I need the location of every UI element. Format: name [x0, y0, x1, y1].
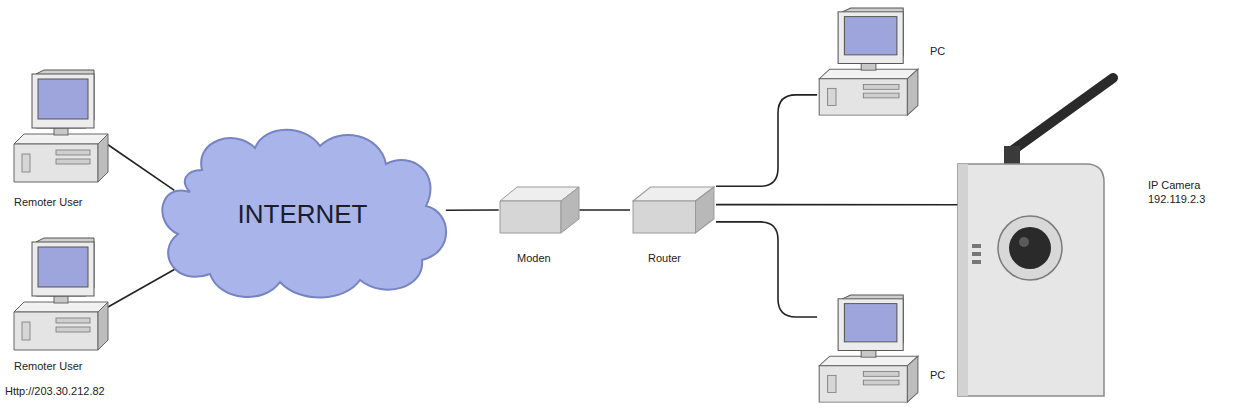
drawing-part	[838, 299, 903, 351]
network-cable	[716, 222, 817, 317]
drawing-part	[56, 318, 90, 323]
drawing-part	[907, 356, 918, 402]
drawing-part	[958, 158, 1108, 398]
drawing-part	[958, 164, 1104, 396]
drawing-part	[1009, 227, 1051, 269]
drawing-part	[497, 183, 581, 237]
drawing-part	[1019, 237, 1029, 247]
drawing-part	[972, 252, 981, 256]
drawing-part	[10, 238, 110, 353]
drawing-part	[32, 242, 94, 296]
network-cable	[108, 266, 181, 307]
drawing-part	[863, 380, 899, 385]
drawing-part	[32, 74, 94, 128]
drawing-part	[815, 295, 920, 405]
device-label: Http://203.30.212.82	[5, 384, 105, 398]
drawing-part	[838, 12, 903, 64]
drawing-part	[844, 17, 897, 55]
drawing-part	[98, 134, 108, 182]
drawing-part	[56, 327, 90, 332]
device-label: Remoter User	[14, 359, 82, 373]
drawing-part	[38, 79, 88, 119]
drawing-part	[863, 372, 899, 377]
router-box: Router	[630, 183, 716, 237]
drawing-part	[1004, 146, 1020, 164]
drawing-part	[819, 79, 907, 115]
drawing-part	[819, 366, 907, 402]
network-cable	[579, 209, 630, 211]
remote-computer: Remoter UserHttp://203.30.212.82	[10, 238, 110, 353]
drawing-part	[36, 70, 94, 128]
device-label: IP Camera 192.119.2.3	[1148, 178, 1220, 206]
drawing-part	[38, 247, 88, 287]
drawing-part	[998, 216, 1062, 280]
drawing-part	[500, 201, 561, 233]
cloud-label: INTERNET	[150, 199, 455, 229]
drawing-part	[863, 93, 899, 98]
drawing-part	[907, 69, 918, 115]
drawing-part	[972, 260, 981, 264]
drawing-part	[842, 295, 903, 350]
drawing-part	[36, 238, 94, 296]
drawing-part	[828, 88, 836, 105]
internet-cloud: INTERNET	[150, 122, 455, 302]
drawing-part	[14, 144, 98, 182]
drawing-part	[958, 164, 968, 396]
drawing-part	[819, 356, 918, 366]
drawing-part	[22, 322, 30, 340]
drawing-part	[630, 183, 716, 237]
device-label: Remoter User	[14, 195, 82, 209]
drawing-part	[828, 375, 836, 392]
remote-computer: Remoter User	[10, 70, 110, 185]
device-label: PC	[930, 44, 945, 58]
drawing-part	[842, 8, 903, 63]
drawing-part	[14, 312, 98, 350]
drawing-part	[56, 150, 90, 155]
network-cable	[716, 204, 958, 206]
drawing-part	[844, 304, 897, 342]
drawing-part	[815, 8, 920, 118]
drawing-part	[10, 70, 110, 185]
drawing-part	[696, 187, 714, 233]
drawing-part	[633, 201, 695, 233]
drawing-part	[22, 154, 30, 172]
drawing-part	[863, 85, 899, 90]
drawing-part	[98, 302, 108, 350]
drawing-part	[1013, 78, 1113, 150]
drawing-part	[561, 187, 579, 233]
drawing-part	[972, 244, 981, 248]
network-cable	[446, 209, 499, 211]
modem-box: Moden	[497, 183, 581, 237]
network-cable	[108, 145, 174, 191]
network-cable	[716, 95, 817, 186]
device-label: PC	[930, 368, 945, 382]
drawing-part	[56, 159, 90, 164]
ip-camera: IP Camera 192.119.2.3	[958, 158, 1108, 398]
pc-computer: PC	[815, 8, 920, 118]
device-label: Moden	[517, 251, 551, 265]
pc-computer: PC	[815, 295, 920, 405]
device-label: Router	[648, 251, 681, 265]
